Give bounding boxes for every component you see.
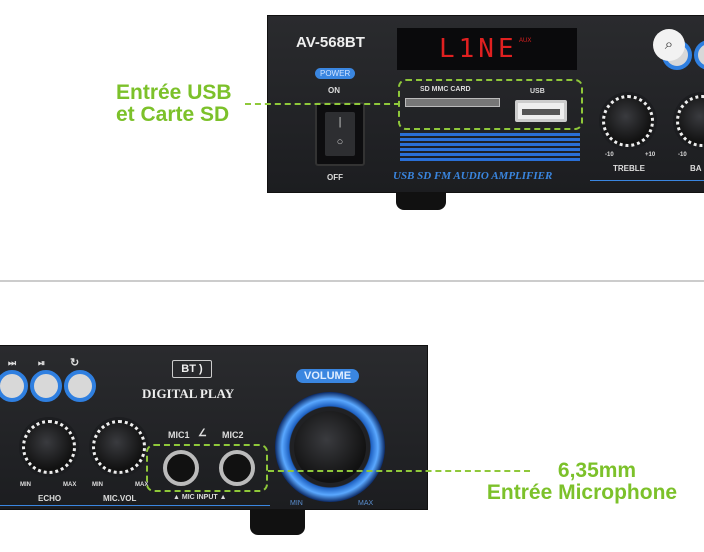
display-screen: L1NE AUX — [397, 28, 577, 70]
eq-bars — [400, 133, 580, 163]
mic-callout: 6,35mm Entrée Microphone — [474, 460, 690, 504]
usb-label: USB — [530, 88, 545, 95]
callout-line2: et Carte SD — [116, 103, 230, 126]
callout-line1: Entrée USB — [116, 81, 232, 104]
mic-input-label: ▲ MIC INPUT ▲ — [173, 494, 227, 501]
mic-vol-knob[interactable] — [92, 420, 146, 474]
sd-card-slot[interactable] — [405, 98, 500, 107]
micvol-max: MAX — [135, 482, 149, 488]
treble-max: +10 — [645, 152, 656, 158]
mic-vol-label: MIC.VOL — [103, 494, 137, 503]
next-button[interactable] — [0, 370, 28, 402]
echo-label: ECHO — [38, 494, 62, 503]
bluetooth-wave-icon: ) — [199, 363, 203, 375]
echo-knob[interactable] — [22, 420, 76, 474]
volume-max: MAX — [358, 500, 374, 507]
callout-line-bottom — [268, 470, 530, 472]
treble-knob[interactable] — [602, 95, 654, 147]
mic1-label: MIC1 — [168, 430, 190, 440]
play-pause-icon: ⏯ — [38, 358, 46, 368]
repeat-button[interactable] — [64, 370, 96, 402]
repeat-icon: ↻ — [70, 357, 80, 369]
digital-play-label: DIGITAL PLAY — [142, 386, 235, 401]
visual-search-icon[interactable]: ⌕ — [653, 29, 685, 61]
usb-port[interactable] — [515, 100, 567, 122]
display-aux: AUX — [519, 38, 532, 44]
mic-input-highlight — [146, 444, 268, 492]
callout-line1: 6,35mm — [557, 459, 637, 482]
sd-label: SD MMC CARD — [420, 86, 471, 93]
treble-min: -10 — [605, 152, 614, 158]
usb-sd-callout: Entrée USB et Carte SD — [116, 82, 232, 126]
amplifier-foot-bottom — [250, 509, 305, 535]
power-badge: POWER — [315, 68, 356, 79]
volume-min: MIN — [290, 500, 303, 507]
bass-label: BA — [690, 164, 702, 173]
mic1-jack[interactable] — [163, 450, 199, 486]
mic2-label: MIC2 — [222, 430, 244, 440]
blue-line-bottom — [0, 505, 270, 506]
callout-line-top — [245, 103, 400, 105]
off-label: OFF — [327, 173, 343, 182]
blue-line — [590, 180, 704, 181]
micvol-min: MIN — [92, 482, 103, 488]
treble-label: TREBLE — [613, 164, 645, 173]
echo-max: MAX — [63, 482, 77, 488]
divider — [0, 280, 704, 282]
volume-knob-cap — [294, 411, 366, 483]
mic-angle-icon: ∠ — [198, 428, 207, 439]
model-name: AV-568BT — [296, 34, 365, 51]
bt-badge: BT ) — [172, 360, 212, 378]
next-icon: ⏭ — [8, 358, 17, 368]
display-text: L1NE — [439, 34, 518, 64]
bass-min: -10 — [678, 152, 687, 158]
mic2-jack[interactable] — [219, 450, 255, 486]
volume-badge: VOLUME — [296, 369, 360, 383]
power-switch[interactable]: |○ — [315, 102, 365, 166]
brand-strip: USB SD FM AUDIO AMPLIFIER — [393, 170, 553, 182]
play-pause-button[interactable] — [30, 370, 62, 402]
bt-text: BT — [181, 363, 196, 375]
callout-line2: Entrée Microphone — [486, 481, 678, 504]
amplifier-foot — [396, 192, 446, 210]
echo-min: MIN — [20, 482, 31, 488]
on-label: ON — [328, 86, 340, 95]
